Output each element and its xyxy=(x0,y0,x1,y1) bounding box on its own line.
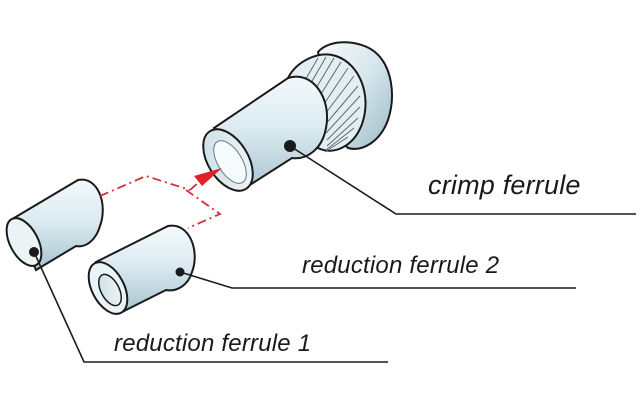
insertion-path xyxy=(99,175,222,229)
label-reduction-ferrule-2: reduction ferrule 2 xyxy=(302,252,500,279)
knurl-lines xyxy=(303,56,361,153)
label-reduction-ferrule-1: reduction ferrule 1 xyxy=(114,330,312,357)
reduction-ferrule-2 xyxy=(87,224,196,315)
reduction-ferrule-1 xyxy=(5,178,104,272)
leader-reduction-ferrule-2 xyxy=(179,271,576,289)
leader-reduction-ferrule-1 xyxy=(33,251,388,363)
leader-lines xyxy=(33,145,636,363)
crimp-ferrule xyxy=(202,41,393,192)
insertion-arrow xyxy=(194,168,222,186)
leader-crimp-ferrule xyxy=(289,145,636,215)
label-crimp-ferrule: crimp ferrule xyxy=(428,170,581,200)
